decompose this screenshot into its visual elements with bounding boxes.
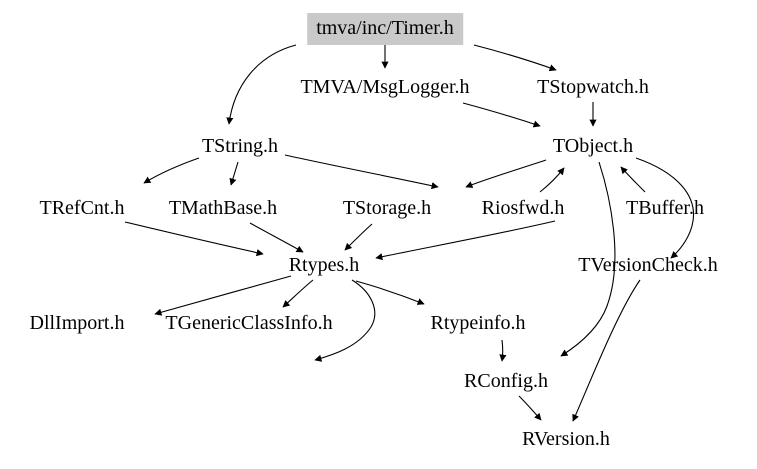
graph-edge-riosfwd-to-rtypes [375,220,556,261]
graph-node-tobject[interactable]: TObject.h [552,135,634,157]
graph-edge-rtypeinfo-to-rconfig [499,339,507,362]
graph-node-tmathbase[interactable]: TMathBase.h [168,197,278,219]
graph-edge-timer-to-tstring [226,44,297,125]
graph-node-trefcnt[interactable]: TRefCnt.h [39,197,125,219]
graph-node-tgenericci[interactable]: TGenericClassInfo.h [165,312,333,334]
graph-node-tstorage[interactable]: TStorage.h [342,197,432,219]
graph-node-tbuffer[interactable]: TBuffer.h [626,197,704,219]
graph-edge-tversioncheck-to-rversion [572,279,641,422]
graph-edge-timer-to-tstopwatch [473,44,557,72]
graph-edge-tobject-to-tversioncheck [635,157,694,259]
graph-edge-rtypes-to-rtypeinfo [355,280,425,305]
graph-edge-tstring-to-tstorage [284,154,439,190]
graph-edge-riosfwd-to-tobject [539,167,565,193]
graph-node-rversion[interactable]: RVersion.h [522,428,610,450]
graph-node-rtypeinfo[interactable]: Rtypeinfo.h [430,312,526,334]
graph-edge-trefcnt-to-rtypes [124,221,264,257]
graph-edge-tobject-to-rconfig [560,161,616,357]
graph-edge-rtypes-to-dllimport [154,275,292,316]
graph-node-tversioncheck[interactable]: TVersionCheck.h [578,254,718,276]
graph-edge-tstring-to-tmathbase [229,161,239,186]
graph-node-tstring[interactable]: TString.h [201,135,279,157]
graph-edge-msglogger-to-tobject [462,102,541,128]
graph-edge-tstring-to-trefcnt [143,157,200,184]
graph-edge-tbuffer-to-tobject [620,166,646,193]
graph-node-msglogger[interactable]: TMVA/MsgLogger.h [300,76,470,98]
graph-edge-tmathbase-to-rtypes [249,222,304,253]
graph-node-rtypes[interactable]: Rtypes.h [288,254,360,276]
graph-edge-rconfig-to-rversion [518,395,542,421]
graph-node-tstopwatch[interactable]: TStopwatch.h [537,76,649,98]
edge-paths [124,44,694,422]
graph-edge-rtypes-to-rconfig [314,279,376,362]
graph-edge-tobject-to-tstorage [465,159,547,188]
graph-node-dllimport[interactable]: DllImport.h [29,312,125,334]
graph-node-riosfwd[interactable]: Riosfwd.h [481,197,565,219]
graph-node-timer[interactable]: tmva/inc/Timer.h [307,13,463,45]
graph-edge-rtypes-to-tgenericci [282,279,314,308]
graph-node-rconfig[interactable]: RConfig.h [464,370,548,392]
graph-edge-tstorage-to-rtypes [344,223,373,251]
